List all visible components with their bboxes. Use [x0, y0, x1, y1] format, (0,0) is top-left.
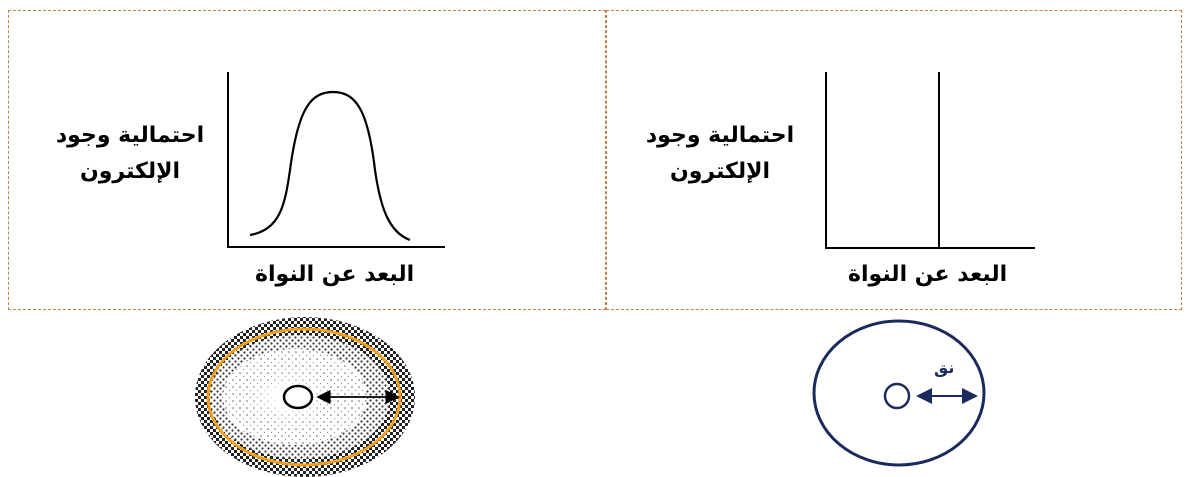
left-y-label-line1: احتمالية وجود	[55, 123, 205, 148]
right-axes	[825, 72, 1035, 249]
left-y-axis-label: احتمالية وجود الإلكترون	[40, 118, 220, 190]
right-y-label-line2: الإلكترون	[669, 159, 771, 184]
radius-label: نق	[934, 358, 955, 377]
left-panel	[8, 10, 606, 310]
right-y-label-line1: احتمالية وجود	[645, 123, 795, 148]
left-x-axis-label: البعد عن النواة	[255, 262, 415, 287]
orbit-nucleus	[883, 382, 911, 410]
right-x-axis-label: البعد عن النواة	[848, 262, 1008, 287]
bell-curve	[249, 90, 411, 242]
orange-ring	[206, 327, 402, 467]
orbit-circle	[812, 319, 986, 467]
bohr-orbit	[812, 319, 986, 467]
cloud-nucleus	[282, 384, 314, 410]
left-y-label-line2: الإلكترون	[79, 159, 181, 184]
left-axes	[227, 72, 445, 248]
electron-cloud	[195, 317, 415, 477]
right-y-axis-label: احتمالية وجود الإلكترون	[630, 118, 810, 190]
right-panel	[606, 10, 1182, 310]
